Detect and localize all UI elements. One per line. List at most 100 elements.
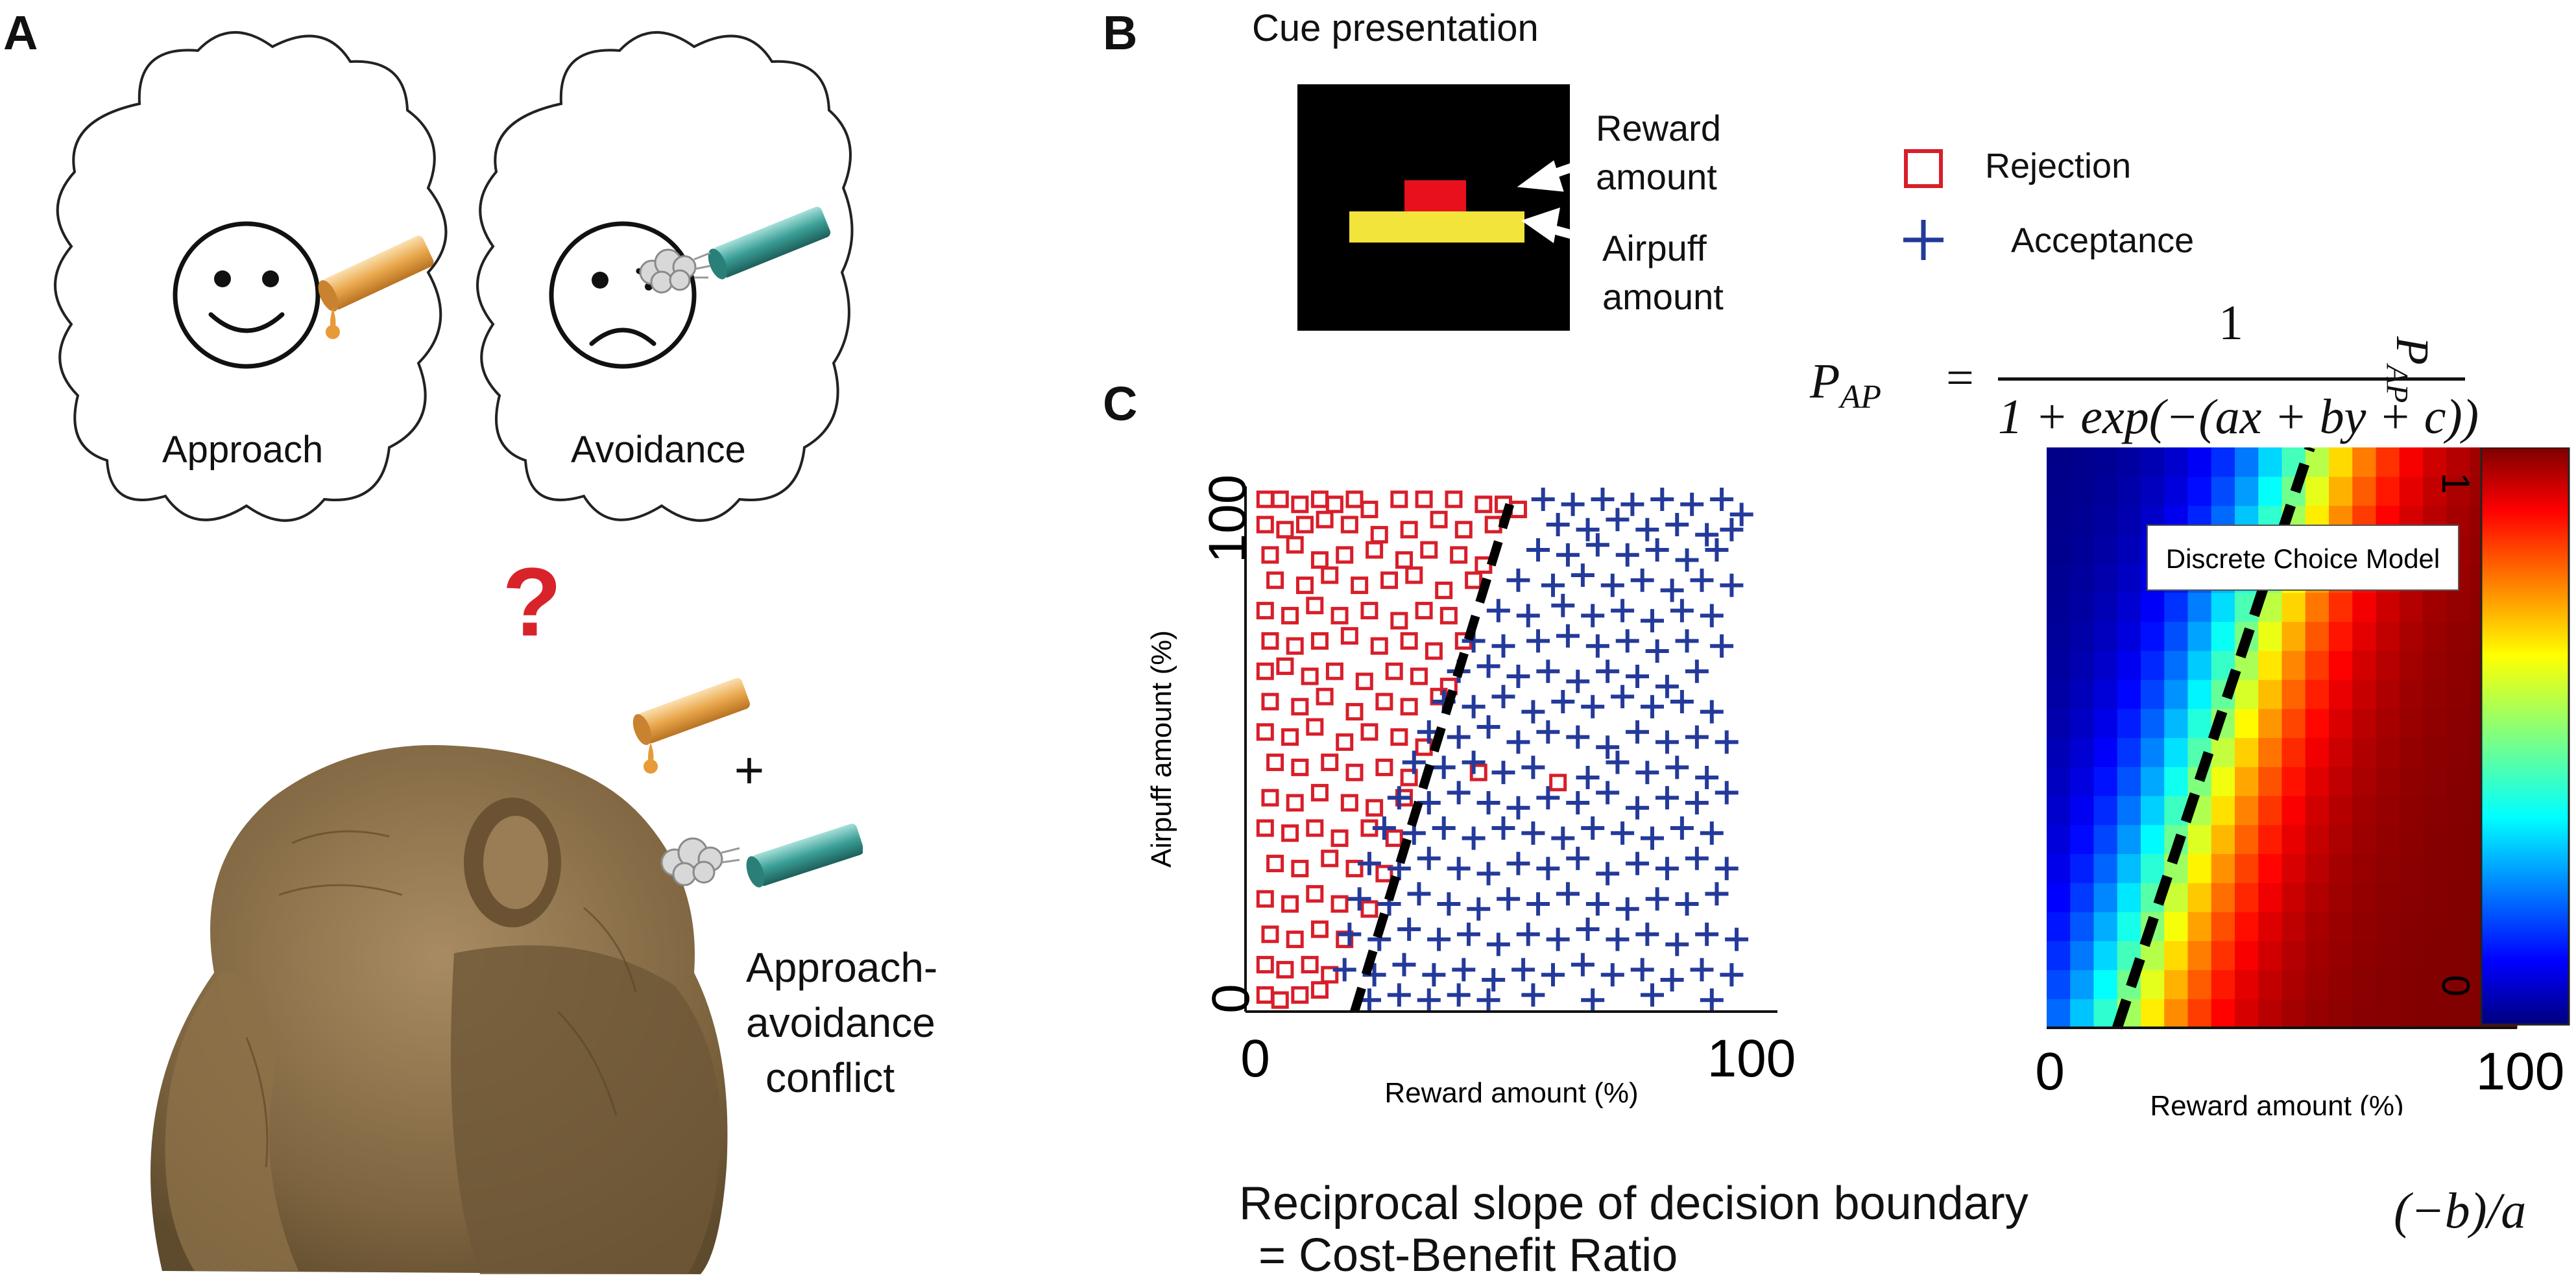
acceptance-point [1581,604,1605,628]
heatmap-cell [2070,447,2095,477]
heatmap-cell [2423,708,2447,739]
heatmap-cell [2164,737,2189,767]
heatmap-cell [2399,650,2424,680]
heatmap-cell [2399,969,2424,999]
acceptance-point [1645,538,1669,562]
formula-denominator: 1 + exp(−(ax + by + c)) [1998,390,2479,444]
heatmap-cell [2258,940,2283,971]
heatmap-cell [2047,824,2071,855]
heatmap-cell [2093,505,2118,535]
heatmap-cell [2235,999,2259,1028]
heatmap-cell [2423,737,2447,767]
heatmap-cell [2047,564,2071,593]
acceptance-point [1456,922,1480,946]
formula-fraction-bar [1998,377,2465,381]
heatmap-cell [2352,708,2377,739]
rejection-point [1291,698,1309,716]
heatmap-cell [2258,853,2283,883]
heatmap-cell [2281,708,2306,739]
heatmap-cell [2423,969,2447,999]
heatmap-cell [2329,708,2353,739]
acceptance-point [1447,857,1471,881]
acceptance-point [1606,508,1630,532]
heatmap-cell [2258,621,2283,651]
acceptance-point [1476,654,1500,678]
acceptance-point [1675,892,1699,916]
heatmap-cell [2117,650,2141,680]
scatter-decision-boundary [1350,491,1518,1014]
heatmap-cell [2305,796,2329,825]
heatmap-cell [2258,824,2283,855]
heatmap-cell [2423,883,2447,912]
rejection-point [1310,981,1329,999]
acceptance-point [1581,816,1605,840]
heatmap-cell [2070,912,2095,942]
heatmap-cell [2399,680,2424,709]
rejection-point [1454,521,1473,539]
heatmap-cell [2117,476,2141,506]
acceptance-point [1551,690,1575,713]
rejection-point [1286,931,1304,949]
rejection-point [1549,774,1567,792]
airpuff-nozzle-icon [660,824,863,888]
heatmap-cell [2258,737,2283,767]
acceptance-point [1546,513,1570,536]
acceptance-point [1521,700,1545,724]
heatmap-cell [2235,853,2259,883]
heatmap-cell [2329,969,2353,999]
acceptance-point [1476,988,1500,1012]
rejection-point [1410,667,1428,685]
heatmap-cell [2305,940,2329,971]
rejection-point [1310,551,1329,569]
heatmap-cell [2399,766,2424,796]
acceptance-point [1720,573,1744,597]
conflict-label-line2: avoidance [746,999,935,1046]
heatmap-cell [2329,824,2353,855]
rejection-point [1380,571,1399,589]
rejection-point [1351,576,1369,595]
heatmap-cell [2235,708,2259,739]
reward-arrow-icon [1517,148,1617,192]
acceptance-point [1700,604,1724,628]
heatmap-cell [2211,592,2235,623]
heatmap-cell [2070,621,2095,651]
rejection-point [1261,789,1279,807]
heatmap-cell [2093,766,2118,796]
heatmap-cell [2446,592,2471,623]
rejection-point [1439,606,1458,624]
heatmap-cell [2376,824,2400,855]
acceptance-point [1417,846,1441,870]
heatmap-cell [2117,766,2141,796]
heatmap-cell [2281,766,2306,796]
heatmap-cell [2423,796,2447,825]
acceptance-point [1536,857,1560,881]
heatmap-cell [2070,737,2095,767]
heatmap-cell [2281,650,2306,680]
rejection-point [1340,627,1358,645]
rejection-point [1266,754,1284,772]
rejection-point [1281,824,1299,842]
heatmap-cell [2258,680,2283,709]
rejection-point [1390,611,1408,630]
rejection-point [1336,733,1354,751]
acceptance-point [1526,538,1550,562]
rejection-point [1366,799,1384,817]
heatmap-cell [2446,447,2471,477]
heatmap-cell [2093,650,2118,680]
heatmap-cell [2211,737,2235,767]
legend-acceptance-marker [1903,220,1944,260]
heatmap-cell [2329,912,2353,942]
heatmap-cell [2141,737,2165,767]
acceptance-point [1725,927,1749,951]
heatmap-cell [2070,883,2095,912]
heatmap-cell [2305,999,2329,1028]
conflict-label-line3: conflict [765,1054,895,1101]
rejection-point [1330,895,1349,913]
rejection-point [1420,541,1438,559]
heatmap-cell [2164,621,2189,651]
heatmap-cell [2352,940,2377,971]
heatmap-cell [2399,621,2424,651]
cost-benefit-line2: = Cost-Benefit Ratio [1258,1229,1678,1281]
heatmap-cell [2329,476,2353,506]
acceptance-point [1437,892,1461,916]
